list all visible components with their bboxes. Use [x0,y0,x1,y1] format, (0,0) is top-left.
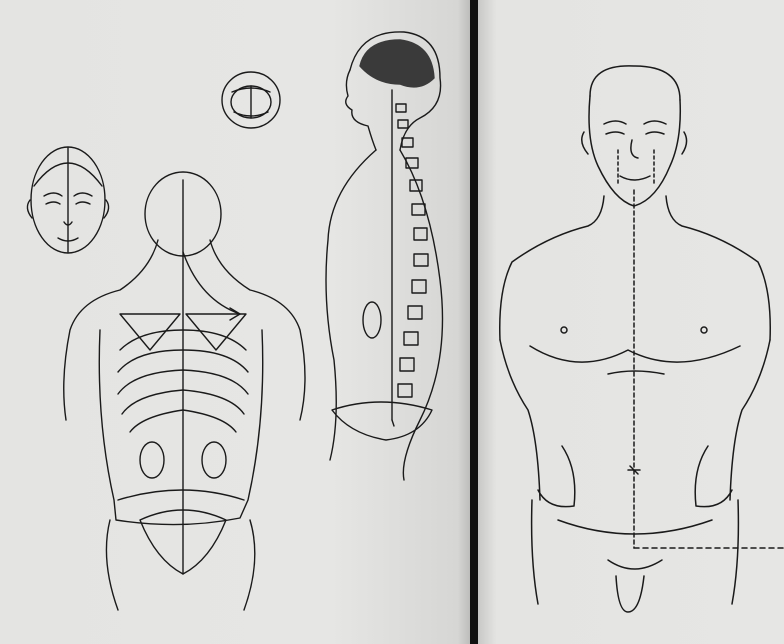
back-torso-figure [64,172,305,610]
right-page-illustrations [478,0,784,644]
front-torso-figure [500,66,784,612]
left-page-illustrations [0,0,472,644]
side-profile-figure [326,32,443,480]
left-page [0,0,472,644]
right-page [478,0,784,644]
front-head-figure [27,147,108,253]
open-mouth-figure [222,72,280,128]
brain-illustration [360,40,434,87]
